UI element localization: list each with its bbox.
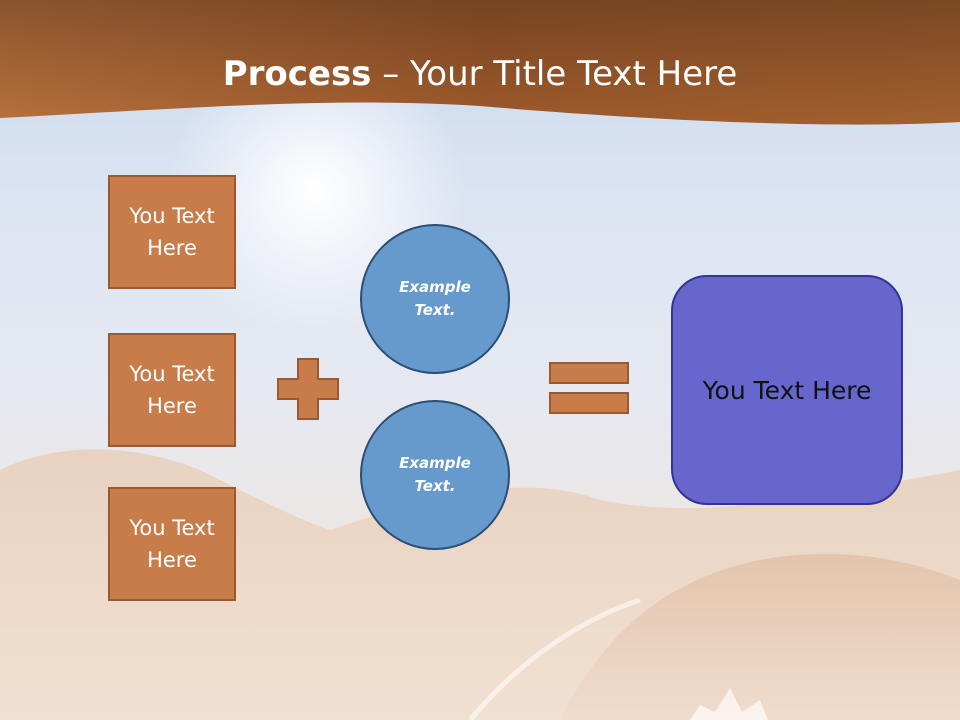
input-box-2: You Text Here <box>108 333 236 447</box>
example-circle-2: Example Text. <box>360 400 510 550</box>
header-band <box>0 0 960 125</box>
plus-sign-icon <box>277 358 339 420</box>
slide-title: Process – Your Title Text Here <box>0 52 960 96</box>
input-box-label: You Text Here <box>129 204 215 260</box>
input-box-3: You Text Here <box>108 487 236 601</box>
result-box: You Text Here <box>671 275 903 505</box>
circle-label: Example Text. <box>399 454 471 495</box>
input-box-1: You Text Here <box>108 175 236 289</box>
example-circle-1: Example Text. <box>360 224 510 374</box>
input-box-label: You Text Here <box>129 516 215 572</box>
circle-label: Example Text. <box>399 278 471 319</box>
title-rest: – Your Title Text Here <box>371 54 738 94</box>
input-box-label: You Text Here <box>129 362 215 418</box>
title-bold: Process <box>222 54 372 94</box>
result-label: You Text Here <box>702 375 872 405</box>
equals-sign-icon <box>549 362 629 414</box>
